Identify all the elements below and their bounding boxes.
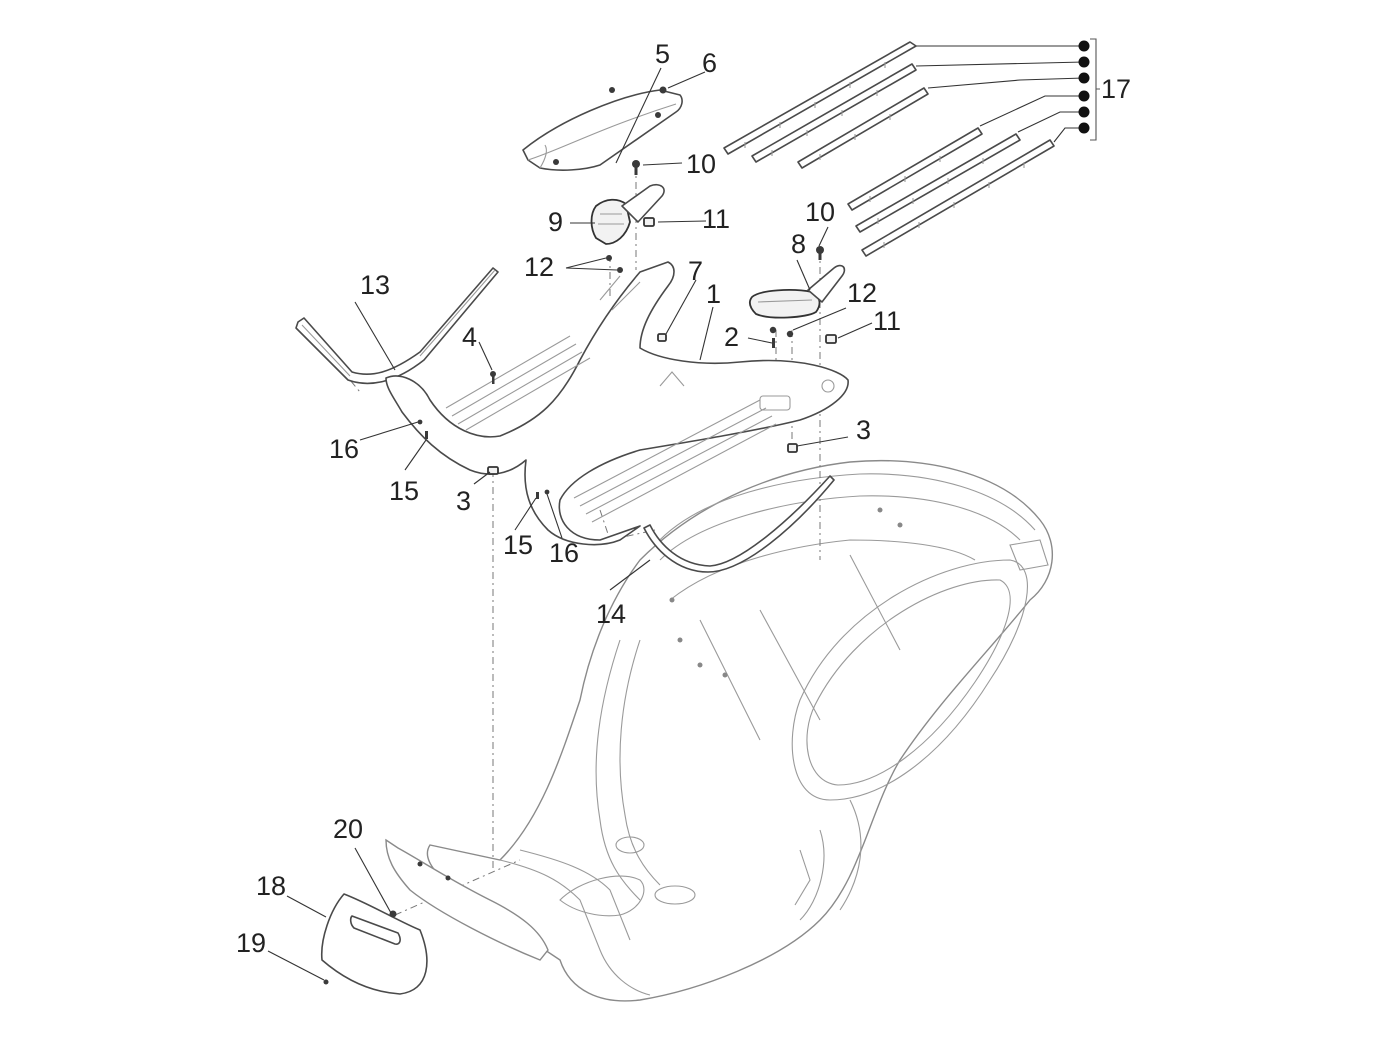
part-3-clip-nut-right[interactable] — [787, 443, 798, 453]
callout-5[interactable]: 5 — [655, 39, 670, 69]
part-11-clip-left[interactable] — [643, 217, 655, 227]
part-3-clip-nut-left[interactable] — [487, 466, 499, 475]
callout-14[interactable]: 14 — [596, 599, 626, 629]
rubber-strip-5[interactable] — [855, 133, 1021, 233]
callout-13[interactable]: 13 — [360, 270, 390, 300]
callout-3[interactable]: 3 — [456, 486, 471, 516]
callout-12[interactable]: 12 — [524, 252, 554, 282]
part-14-edge-trim-right[interactable] — [643, 475, 835, 573]
rubber-strip-1[interactable] — [723, 41, 917, 155]
callout-10[interactable]: 10 — [686, 149, 716, 179]
callout-6[interactable]: 6 — [702, 48, 717, 78]
callout-18[interactable]: 18 — [256, 871, 286, 901]
part-15-screw-right[interactable] — [536, 492, 539, 499]
part-18-mudflap-cover[interactable] — [320, 893, 428, 995]
strip-ref-dot — [1078, 40, 1090, 52]
part-10-screw-left[interactable] — [632, 160, 640, 175]
leader-lines — [267, 67, 873, 981]
callout-15[interactable]: 15 — [503, 530, 533, 560]
scooter-frame-body — [426, 460, 1054, 1002]
part-12-screw-left-b[interactable] — [617, 267, 623, 273]
part-5-cover-plate[interactable] — [522, 87, 683, 171]
part-7-clip[interactable] — [657, 333, 667, 342]
part-13-edge-trim-left[interactable] — [295, 267, 499, 385]
part-16-washer-left[interactable] — [417, 419, 423, 425]
strip-ref-dot — [1078, 56, 1090, 68]
rubber-strip-4[interactable] — [847, 127, 983, 211]
callout-15[interactable]: 15 — [389, 476, 419, 506]
strip-ref-dot — [1078, 106, 1090, 118]
strip-ref-dot — [1078, 90, 1090, 102]
part-10-screw-right[interactable] — [816, 246, 824, 260]
callout-9[interactable]: 9 — [548, 207, 563, 237]
part-9-footrest-left[interactable] — [590, 183, 665, 245]
callout-11[interactable]: 11 — [702, 204, 730, 234]
part-19-screw[interactable] — [323, 979, 329, 985]
callout-8[interactable]: 8 — [791, 229, 806, 259]
strip-ref-dot — [1078, 72, 1090, 84]
part-17-rubber-strips[interactable] — [723, 38, 1100, 257]
callout-16[interactable]: 16 — [329, 434, 359, 464]
callout-19[interactable]: 19 — [236, 928, 266, 958]
callout-10[interactable]: 10 — [805, 197, 835, 227]
part-15-screw-left[interactable] — [425, 431, 428, 439]
strip-ref-dot — [1078, 122, 1090, 134]
rubber-strip-3[interactable] — [797, 87, 929, 169]
callout-11[interactable]: 11 — [873, 306, 901, 336]
part-1-floor-panel[interactable] — [385, 261, 849, 546]
callout-3[interactable]: 3 — [856, 415, 871, 445]
part-4-screw[interactable] — [490, 371, 496, 384]
callout-1[interactable]: 1 — [706, 279, 721, 309]
callout-labels: 5 6 10 9 11 12 10 8 12 11 7 1 2 13 4 16 … — [236, 39, 1131, 958]
callout-17[interactable]: 17 — [1101, 74, 1131, 104]
part-20-clip[interactable] — [389, 910, 397, 918]
callout-2[interactable]: 2 — [724, 322, 739, 352]
callout-4[interactable]: 4 — [462, 322, 477, 352]
part-12-screw-left-a[interactable] — [606, 255, 612, 261]
part-12-screw-right[interactable] — [786, 330, 794, 338]
part-11-clip-right[interactable] — [825, 334, 837, 344]
rubber-strip-2[interactable] — [751, 63, 917, 163]
rubber-strip-6[interactable] — [861, 139, 1055, 257]
callout-20[interactable]: 20 — [333, 814, 363, 844]
callout-16[interactable]: 16 — [549, 538, 579, 568]
callout-12[interactable]: 12 — [847, 278, 877, 308]
part-8-footrest-right[interactable] — [749, 264, 846, 319]
part-16-washer-right[interactable] — [544, 489, 550, 495]
part-2-screw[interactable] — [769, 326, 777, 348]
callout-7[interactable]: 7 — [688, 256, 703, 286]
part-6-screw[interactable] — [659, 86, 667, 94]
